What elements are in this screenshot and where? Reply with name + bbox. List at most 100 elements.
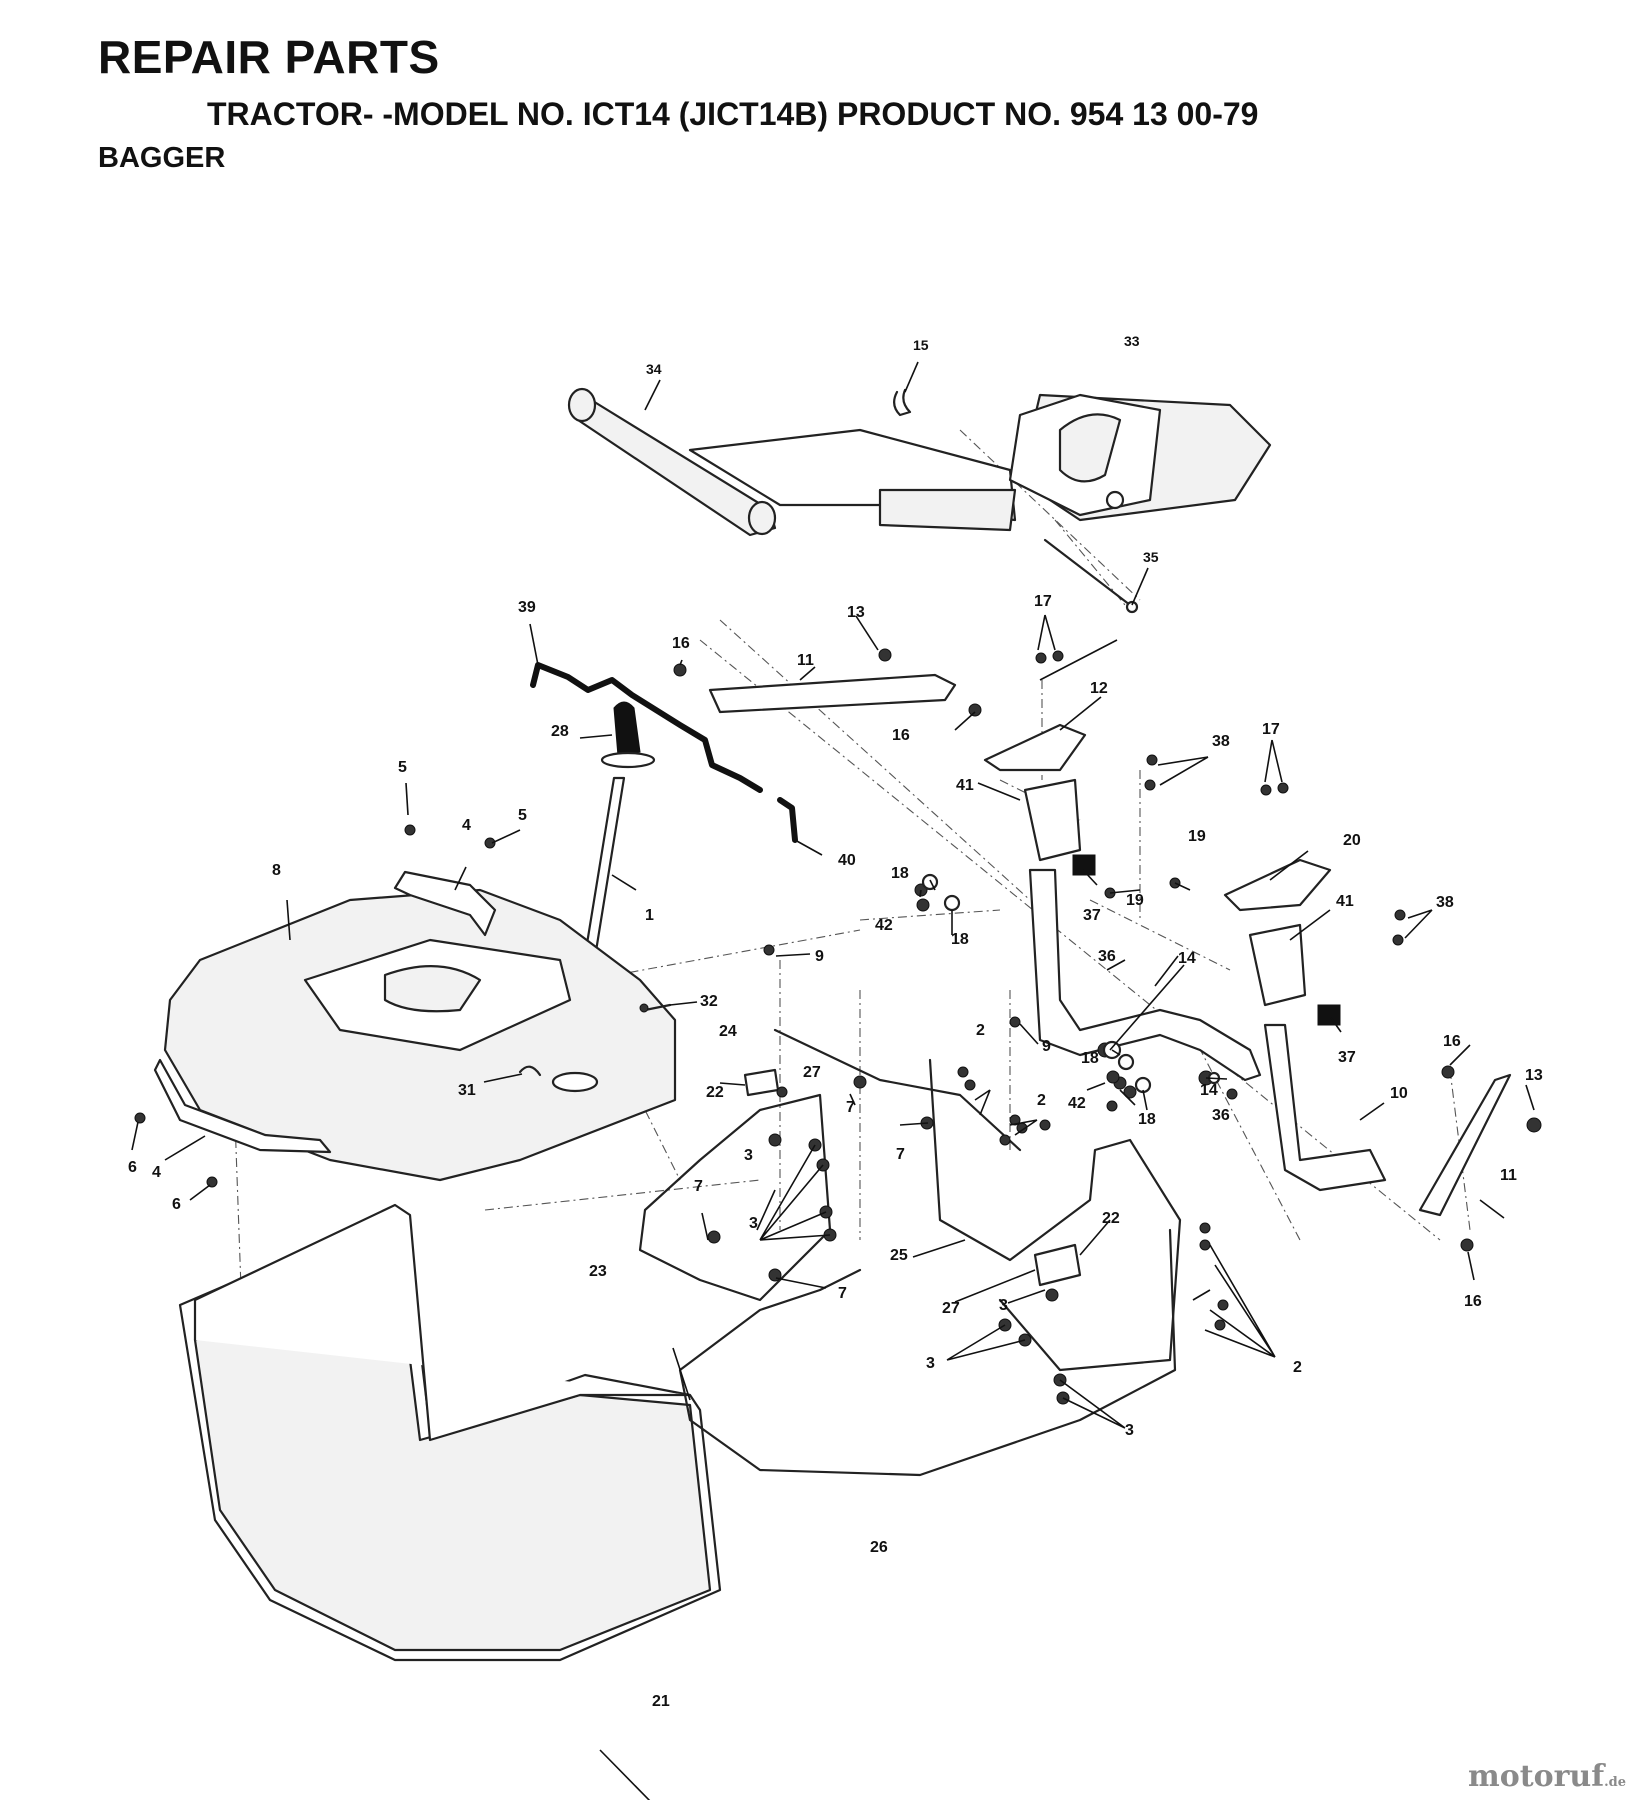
part-35-pin-head bbox=[1125, 600, 1139, 614]
part-41-bracket-left bbox=[1023, 778, 1082, 862]
part-11-lower-strap bbox=[1418, 1073, 1512, 1217]
part-21-grass-bag bbox=[178, 1203, 722, 1662]
callout-7: 7 bbox=[838, 1285, 847, 1302]
callout-7: 7 bbox=[694, 1178, 703, 1195]
watermark-logo: motoruf.de bbox=[1468, 1759, 1626, 1794]
callout-labels: 1 2 2 2 3 3 3 3 3 4 4 5 5 6 6 7 7 7 7 8 … bbox=[128, 333, 1543, 1710]
callout-13: 13 bbox=[847, 604, 865, 621]
part-34-handle-arm bbox=[567, 387, 1017, 537]
callout-9: 9 bbox=[1042, 1038, 1051, 1055]
page-title: REPAIR PARTS bbox=[98, 31, 440, 83]
callout-5: 5 bbox=[398, 759, 407, 776]
callout-18: 18 bbox=[1138, 1111, 1156, 1128]
part-24-link-rod bbox=[773, 1028, 1022, 1152]
callout-33: 33 bbox=[1124, 333, 1140, 349]
callout-27: 27 bbox=[942, 1300, 960, 1317]
part-37-bumper-left bbox=[1072, 854, 1096, 876]
callout-24: 24 bbox=[719, 1023, 737, 1040]
part-20-latch-plate bbox=[1223, 858, 1332, 912]
part-10-rear-bracket bbox=[1263, 1023, 1387, 1192]
part-35-pin bbox=[1043, 538, 1132, 607]
callout-40: 40 bbox=[838, 852, 856, 869]
part-37-bumper-right bbox=[1317, 1004, 1341, 1026]
callout-16: 16 bbox=[1443, 1033, 1461, 1050]
callout-38: 38 bbox=[1436, 894, 1454, 911]
callout-20: 20 bbox=[1343, 832, 1361, 849]
part-31-hairpin bbox=[518, 1065, 542, 1077]
part-40-rod-end bbox=[777, 797, 798, 843]
callout-6: 6 bbox=[172, 1196, 181, 1213]
callout-35: 35 bbox=[1143, 549, 1159, 565]
callout-3: 3 bbox=[926, 1355, 935, 1372]
callout-27: 27 bbox=[803, 1064, 821, 1081]
callout-42: 42 bbox=[1068, 1095, 1086, 1112]
part-4-top-handle bbox=[393, 870, 497, 937]
callout-3: 3 bbox=[744, 1147, 753, 1164]
callout-23: 23 bbox=[589, 1263, 607, 1280]
part-10-mounting-bracket bbox=[1028, 868, 1262, 1082]
callout-42: 42 bbox=[875, 917, 893, 934]
callout-32: 32 bbox=[700, 993, 718, 1010]
callout-16: 16 bbox=[892, 727, 910, 744]
callout-36: 36 bbox=[1098, 948, 1116, 965]
callout-5: 5 bbox=[518, 807, 527, 824]
callout-12: 12 bbox=[1090, 680, 1108, 697]
callout-4: 4 bbox=[462, 817, 471, 834]
callout-9: 9 bbox=[815, 948, 824, 965]
callout-3: 3 bbox=[749, 1215, 758, 1232]
callout-37: 37 bbox=[1338, 1049, 1356, 1066]
callout-19: 19 bbox=[1188, 828, 1206, 845]
part-25-frame bbox=[928, 1058, 1182, 1372]
callout-38: 38 bbox=[1212, 733, 1230, 750]
callout-4: 4 bbox=[152, 1164, 161, 1181]
part-22-clamp-right bbox=[1033, 1243, 1082, 1287]
watermark-name: motoruf bbox=[1467, 1759, 1605, 1794]
callout-10: 10 bbox=[1390, 1085, 1408, 1102]
callout-3: 3 bbox=[999, 1297, 1008, 1314]
callout-7: 7 bbox=[896, 1146, 905, 1163]
part-41-bracket-right bbox=[1248, 923, 1307, 1007]
callout-17: 17 bbox=[1034, 593, 1052, 610]
callout-2: 2 bbox=[1037, 1092, 1046, 1109]
callout-8: 8 bbox=[272, 862, 281, 879]
callout-14: 14 bbox=[1178, 950, 1196, 967]
callout-18: 18 bbox=[891, 865, 909, 882]
part-28-grip-flange bbox=[600, 751, 656, 769]
callout-2: 2 bbox=[976, 1022, 985, 1039]
part-39-rod bbox=[530, 662, 763, 793]
section-label: BAGGER bbox=[98, 142, 226, 174]
callout-16: 16 bbox=[672, 635, 690, 652]
callout-26: 26 bbox=[870, 1539, 888, 1556]
part-15-hairpin bbox=[893, 388, 912, 417]
model-subtitle: TRACTOR- -MODEL NO. ICT14 (JICT14B) PROD… bbox=[207, 96, 1259, 132]
callout-16: 16 bbox=[1464, 1293, 1482, 1310]
callout-36: 36 bbox=[1212, 1107, 1230, 1124]
callout-41: 41 bbox=[956, 777, 974, 794]
callout-19: 19 bbox=[1126, 892, 1144, 909]
callout-41: 41 bbox=[1336, 893, 1354, 910]
part-12-latch-plate bbox=[983, 723, 1087, 772]
callout-11: 11 bbox=[797, 652, 814, 669]
callout-3: 3 bbox=[1125, 1422, 1134, 1439]
leader-lines bbox=[131, 361, 1535, 1800]
callout-28: 28 bbox=[551, 723, 569, 740]
callout-13: 13 bbox=[1525, 1067, 1543, 1084]
part-4-side-handle bbox=[153, 1058, 332, 1154]
callout-6: 6 bbox=[128, 1159, 137, 1176]
callout-37: 37 bbox=[1083, 907, 1101, 924]
part-23-frame bbox=[638, 1093, 832, 1302]
part-28-grip bbox=[613, 701, 641, 757]
watermark-tld: .de bbox=[1604, 1775, 1626, 1790]
part-32-screw bbox=[643, 1003, 672, 1012]
callout-22: 22 bbox=[706, 1084, 724, 1101]
part-22-clamp-left bbox=[743, 1068, 780, 1097]
callout-39: 39 bbox=[518, 599, 536, 616]
part-33-adapter-chute bbox=[1008, 393, 1272, 522]
callout-34: 34 bbox=[646, 361, 662, 377]
callout-1: 1 bbox=[645, 907, 654, 924]
callout-22: 22 bbox=[1102, 1210, 1120, 1227]
callout-21: 21 bbox=[652, 1693, 670, 1710]
callout-2: 2 bbox=[1293, 1359, 1302, 1376]
callout-15: 15 bbox=[913, 337, 929, 353]
callout-31: 31 bbox=[458, 1082, 476, 1099]
